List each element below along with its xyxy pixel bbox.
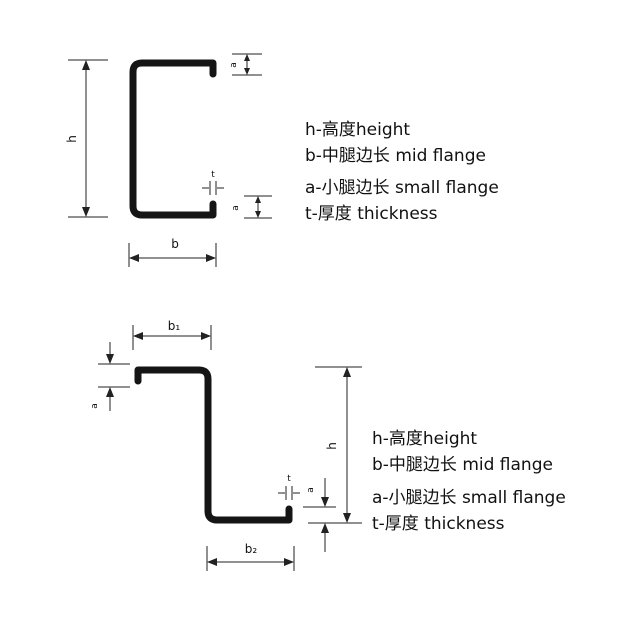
- c-legend-mid-flange: b-中腿边长 mid flange: [305, 146, 486, 166]
- z-legend-thickness: t-厚度 thickness: [372, 514, 505, 534]
- z-right-flange-dimension: [303, 478, 336, 552]
- c-section-drawing: h b a t: [65, 53, 272, 267]
- z-section-profile: [134, 366, 293, 524]
- z-top-width-label: b₁: [168, 319, 181, 333]
- z-thickness-label: t: [287, 474, 291, 484]
- z-thickness-marker: [278, 486, 300, 500]
- c-top-flange-label: a: [229, 62, 239, 68]
- c-section-profile: [129, 59, 217, 219]
- z-legend-height: h-高度height: [372, 429, 477, 449]
- z-bottom-width-dimension: [206, 546, 295, 571]
- c-width-dimension: [128, 243, 217, 267]
- z-height-dimension: [308, 366, 362, 524]
- z-section-drawing: b₁ a h a: [90, 319, 362, 571]
- c-bottom-flange-dimension: [244, 195, 272, 219]
- c-top-flange-dimension: [232, 53, 262, 76]
- c-height-dimension: [68, 59, 108, 218]
- c-section-legend: h-高度height b-中腿边长 mid flange a-小腿边长 smal…: [305, 120, 499, 224]
- c-thickness-marker: [202, 181, 224, 195]
- c-thickness-label: t: [211, 170, 215, 180]
- c-height-label: h: [65, 135, 79, 143]
- z-top-width-dimension: [132, 325, 212, 350]
- c-legend-small-flange: a-小腿边长 small flange: [305, 178, 499, 198]
- z-legend-mid-flange: b-中腿边长 mid flange: [372, 455, 553, 475]
- c-legend-height: h-高度height: [305, 120, 410, 140]
- z-section-legend: h-高度height b-中腿边长 mid flange a-小腿边长 smal…: [372, 429, 566, 534]
- z-left-flange-label: a: [90, 403, 100, 409]
- z-height-label: h: [325, 442, 339, 450]
- z-left-flange-dimension: [98, 342, 130, 411]
- z-right-flange-label: a: [306, 487, 316, 493]
- z-legend-small-flange: a-小腿边长 small flange: [372, 488, 566, 508]
- c-bottom-flange-label: a: [231, 205, 241, 211]
- c-width-label: b: [171, 237, 179, 251]
- c-legend-thickness: t-厚度 thickness: [305, 204, 438, 224]
- z-bottom-width-label: b₂: [245, 542, 258, 556]
